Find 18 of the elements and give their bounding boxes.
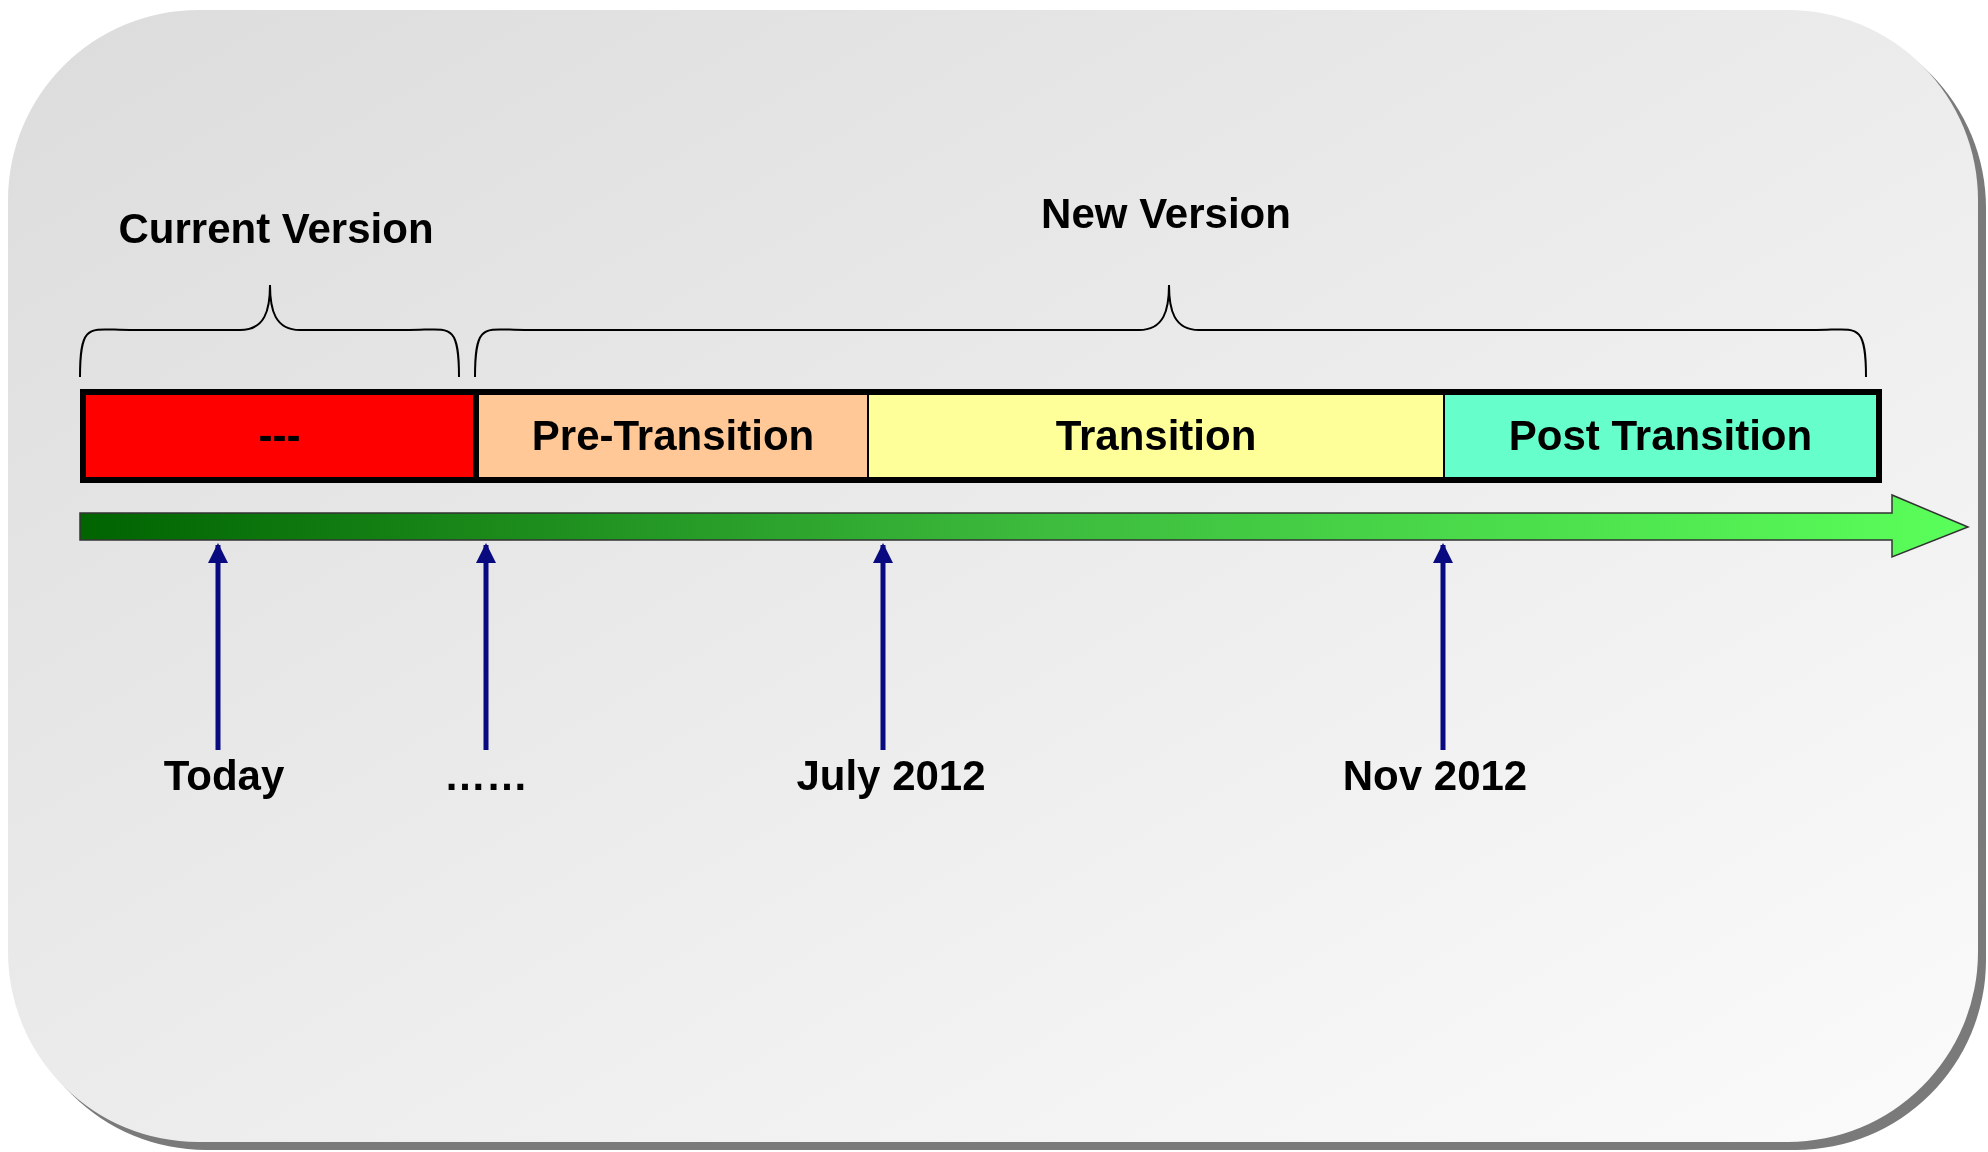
date-label: Nov 2012 <box>1342 752 1528 800</box>
phase-segment <box>473 389 867 483</box>
date-label: …… <box>444 752 528 800</box>
section-heading: Current Version <box>118 205 434 253</box>
section-heading: New Version <box>1041 190 1291 238</box>
phase-label: Transition <box>1055 412 1257 460</box>
phase-segment <box>1443 389 1882 483</box>
phase-segment <box>867 389 1443 483</box>
date-label: July 2012 <box>796 752 986 800</box>
phase-label: Post Transition <box>1508 412 1813 460</box>
phase-label: Pre-Transition <box>531 412 815 460</box>
pointer-arrow <box>1433 543 1453 750</box>
date-label: Today <box>163 752 285 800</box>
pointer-arrow <box>208 543 228 750</box>
phase-label: --- <box>258 412 301 460</box>
pointer-arrow <box>476 543 496 750</box>
phase-segment <box>80 389 473 483</box>
pointer-arrow <box>873 543 893 750</box>
